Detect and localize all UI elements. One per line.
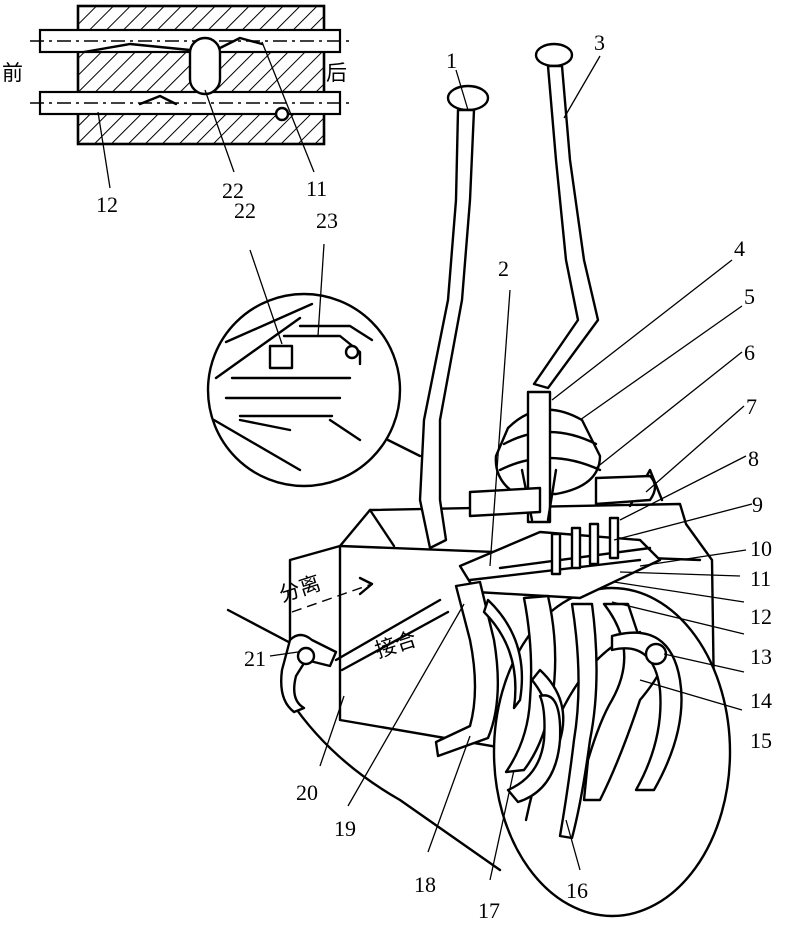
part-label-11: 11 — [750, 566, 771, 591]
inset-label-12: 12 — [96, 192, 118, 217]
detail-circle — [206, 243, 422, 488]
part-label-21: 21 — [244, 646, 266, 671]
linkage — [226, 576, 450, 714]
fork-18 — [434, 580, 524, 758]
shift-tower — [468, 390, 657, 524]
part-label-1: 1 — [446, 48, 457, 73]
disengage-label: 分离 — [276, 571, 323, 607]
lever-1 — [418, 84, 490, 550]
section-inset — [30, 4, 350, 189]
leader-lines — [269, 55, 753, 881]
shift-rails — [458, 516, 662, 600]
part-label-18: 18 — [414, 872, 436, 897]
part-label-6: 6 — [744, 340, 755, 365]
lever-3 — [532, 42, 600, 390]
inset-label-11: 11 — [306, 176, 327, 201]
fork-15 — [582, 602, 683, 802]
part-label-13: 13 — [750, 644, 772, 669]
part-label-4: 4 — [734, 236, 745, 261]
part-label-8: 8 — [748, 446, 759, 471]
part-label-5: 5 — [744, 284, 755, 309]
part-label-2: 2 — [498, 256, 509, 281]
detail-label-23: 23 — [316, 208, 338, 233]
back-label: 后 — [326, 61, 347, 85]
inset-label-22: 22 — [222, 178, 244, 203]
part-label-3: 3 — [594, 30, 605, 55]
part-label-9: 9 — [752, 492, 763, 517]
fork-16 — [506, 602, 598, 840]
part-label-15: 15 — [750, 728, 772, 753]
detail-label-22: 22 — [234, 198, 256, 223]
part-label-7: 7 — [746, 394, 757, 419]
part-label-14: 14 — [750, 688, 772, 713]
part-label-17: 17 — [478, 898, 500, 923]
part-label-16: 16 — [566, 878, 588, 903]
part-label-12: 12 — [750, 604, 772, 629]
front-label: 前 — [2, 61, 23, 85]
part-label-19: 19 — [334, 816, 356, 841]
part-label-20: 20 — [296, 780, 318, 805]
part-label-10: 10 — [750, 536, 772, 561]
